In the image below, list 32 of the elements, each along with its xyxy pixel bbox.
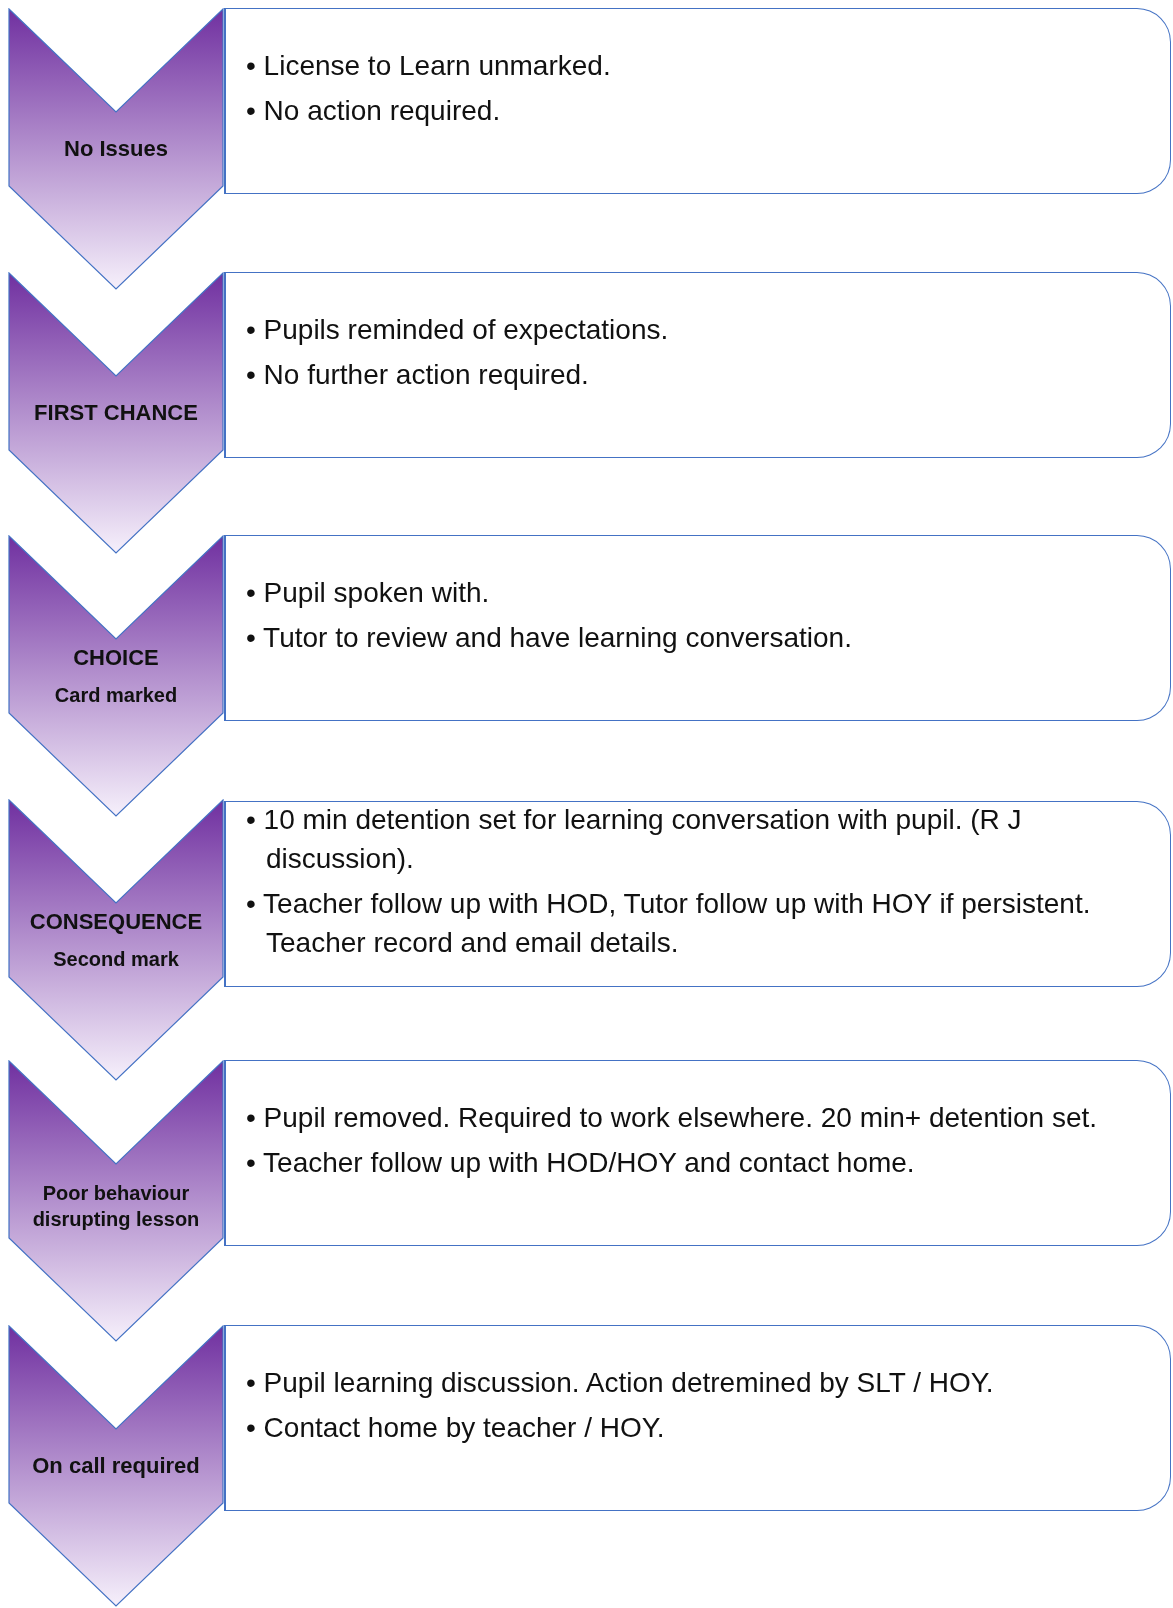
description-box bbox=[224, 1325, 1171, 1511]
stage-label: No Issues bbox=[64, 134, 168, 163]
stage-label: Poor behaviour disrupting lesson bbox=[31, 1181, 201, 1232]
chevron-shape bbox=[8, 535, 224, 817]
chevron-shape bbox=[8, 8, 224, 290]
bullet-text: • Pupil learning discussion. Action detremined by SLT / HOY. bbox=[246, 1365, 994, 1400]
chevron-shape bbox=[8, 1325, 224, 1607]
bullet-text: • Teacher follow up with HOD/HOY and contact home. bbox=[246, 1146, 916, 1180]
stage-label: Card marked bbox=[54, 683, 178, 709]
description-box bbox=[224, 801, 1171, 987]
bullet-text: • Teacher follow up with HOD, Tutor follow up with HOY if persistent. Teacher record and email details. bbox=[246, 887, 1092, 961]
chevron-shape bbox=[8, 799, 224, 1081]
chevron-shape bbox=[8, 272, 224, 554]
stage-label: CONSEQUENCE bbox=[29, 907, 203, 936]
chevron-shape bbox=[8, 1060, 224, 1342]
stage-label: On call required bbox=[32, 1451, 200, 1480]
bullet-text: • License to Learn unmarked. bbox=[246, 48, 611, 83]
stage-label: CHOICE bbox=[73, 643, 159, 672]
bullet-text: • No action required. bbox=[246, 94, 502, 128]
description-box bbox=[224, 535, 1171, 721]
bullet-text: • Tutor to review and have learning conversation. bbox=[246, 621, 852, 655]
bullet-text: • Pupil removed. Required to work elsewhere. 20 min+ detention set. bbox=[246, 1100, 1098, 1135]
description-box bbox=[224, 8, 1171, 194]
bullet-text: • Pupils reminded of expectations. bbox=[246, 312, 669, 347]
bullet-text: • Pupil spoken with. bbox=[246, 575, 491, 610]
bullet-text: • No further action required. bbox=[246, 358, 590, 392]
bullet-text: • 10 min detention set for learning conversation with pupil. (R J discussion). bbox=[246, 802, 1023, 876]
description-box bbox=[224, 272, 1171, 458]
stage-label: Second mark bbox=[53, 947, 179, 973]
description-box bbox=[224, 1060, 1171, 1246]
stage-label: FIRST CHANCE bbox=[34, 398, 198, 427]
bullet-text: • Contact home by teacher / HOY. bbox=[246, 1411, 666, 1445]
